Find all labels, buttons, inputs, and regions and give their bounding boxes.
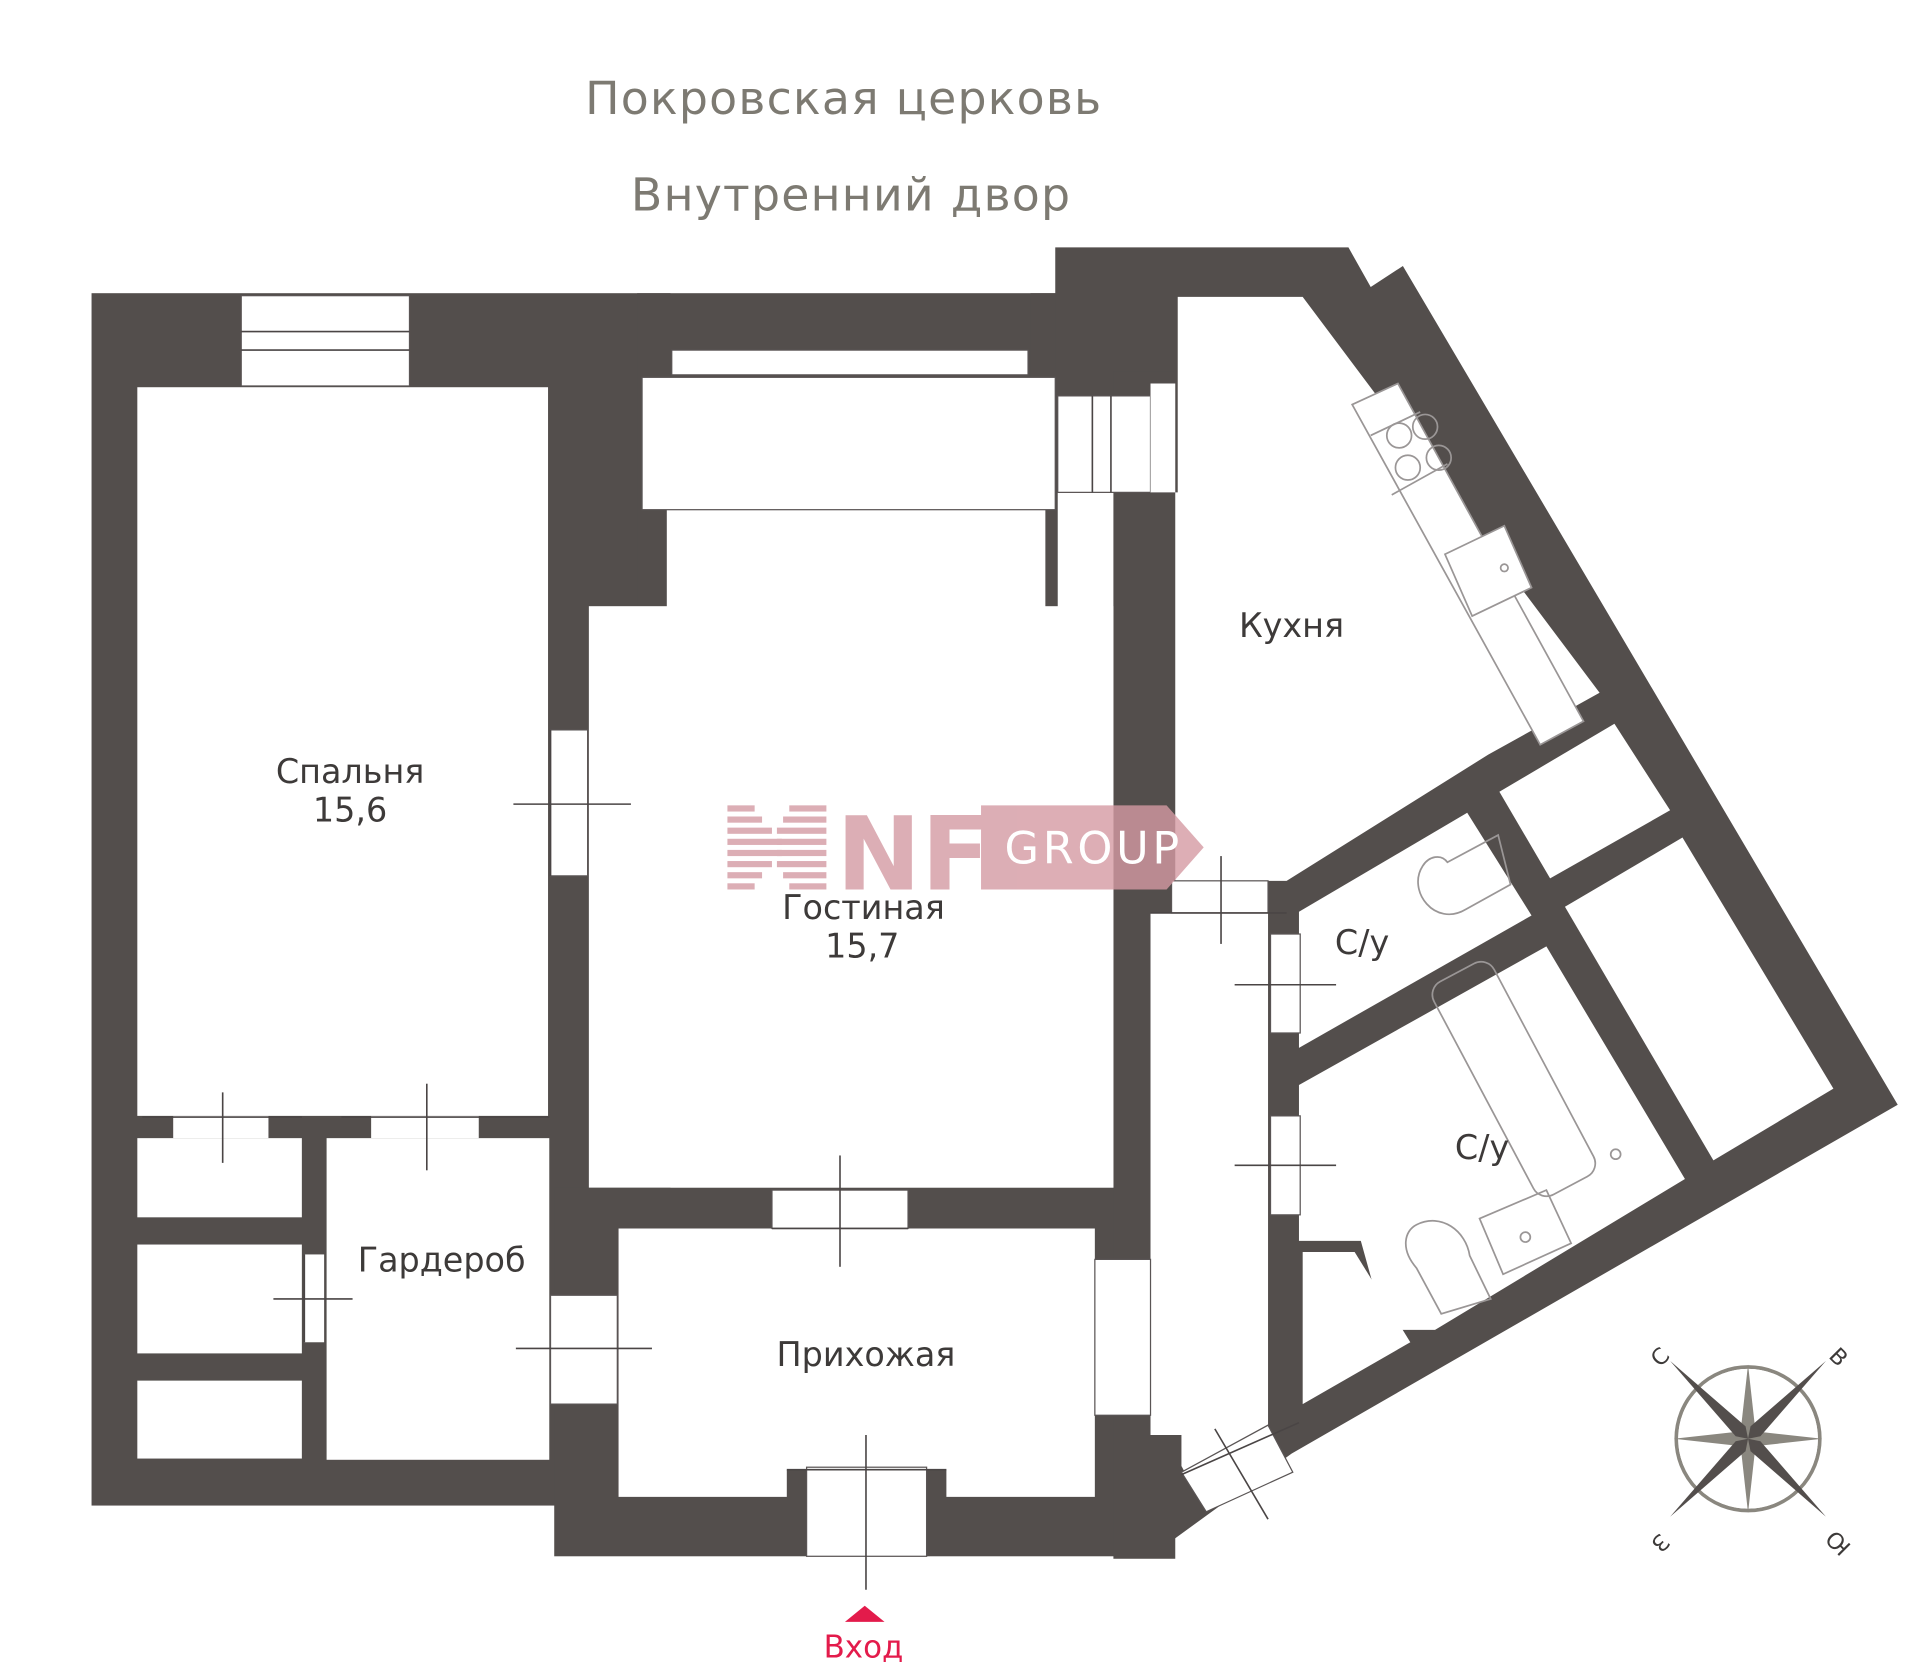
bathroom-large-label: С/у — [1455, 1128, 1509, 1167]
logo-text: GROUP — [1005, 823, 1183, 875]
nf-group-logo: NF GROUP — [727, 795, 1204, 913]
entrance-label: Вход — [824, 1630, 904, 1666]
entrance-arrow-icon — [844, 1605, 885, 1622]
kitchen-area — [1150, 296, 1600, 881]
doors — [142, 729, 1337, 1590]
living-room-label: Гостиная — [782, 888, 945, 927]
compass-east: В — [1823, 1343, 1852, 1372]
stove-burner-icon — [1385, 422, 1413, 449]
hallway-area — [618, 1228, 1095, 1497]
bathroom-fixtures — [1404, 833, 1622, 1315]
living-room-area — [588, 606, 1114, 1188]
kitchen-counter — [1350, 382, 1585, 746]
stove-burner-icon — [1411, 413, 1439, 441]
kitchen-label: Кухня — [1239, 606, 1344, 645]
bedroom-area — [137, 387, 549, 1116]
bathtub-icon — [1431, 960, 1597, 1198]
hallway-label: Прихожая — [777, 1335, 956, 1374]
corridor-area — [1150, 912, 1291, 1512]
logo-mark: NF — [836, 795, 990, 913]
landmark-courtyard-label: Внутренний двор — [631, 168, 1071, 221]
bathroom-small-area — [1298, 812, 1532, 1048]
wardrobe-label: Гардероб — [358, 1241, 526, 1280]
toilet-icon-large — [1404, 1219, 1492, 1315]
sink-icon — [1443, 524, 1533, 618]
room-areas — [137, 295, 1834, 1557]
compass-south: Ю — [1821, 1525, 1856, 1560]
bathroom-small-label: С/у — [1335, 923, 1389, 962]
bedroom-label: Спальня — [276, 752, 425, 791]
compass-rose-icon: С В Ю З — [1646, 1343, 1857, 1560]
stove-burner-icon — [1425, 444, 1452, 471]
washbasin-icon — [1478, 1188, 1573, 1276]
compass-west: З — [1646, 1528, 1674, 1556]
compass-north: С — [1646, 1343, 1675, 1372]
landmark-church-label: Покровская церковь — [585, 72, 1102, 125]
toilet-icon-small — [1417, 833, 1512, 916]
bathroom-large-area — [1298, 946, 1685, 1330]
wardrobe-area — [326, 1138, 550, 1460]
bedroom-area-value: 15,6 — [313, 790, 387, 829]
stove-burner-icon — [1394, 454, 1422, 481]
living-room-area-value: 15,7 — [825, 927, 899, 966]
